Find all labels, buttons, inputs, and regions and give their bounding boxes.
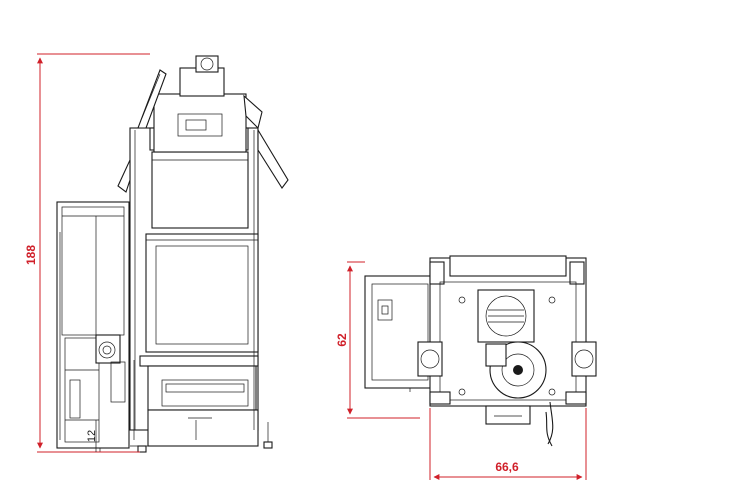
side-height-dimension: 62 <box>335 261 420 419</box>
front-height-label: 188 <box>24 245 38 265</box>
pellet-hopper <box>56 201 130 452</box>
side-view: 62 66,6 <box>335 255 597 480</box>
hopper-dimension: 12 <box>86 420 98 452</box>
side-width-dimension: 66,6 <box>429 408 587 480</box>
hopper-small-label: 12 <box>86 430 98 442</box>
side-height-label: 62 <box>335 333 349 347</box>
stove-body <box>117 55 289 453</box>
side-width-label: 66,6 <box>495 460 519 474</box>
front-view: 188 12 <box>24 53 289 453</box>
height-dimension: 188 <box>24 53 150 453</box>
